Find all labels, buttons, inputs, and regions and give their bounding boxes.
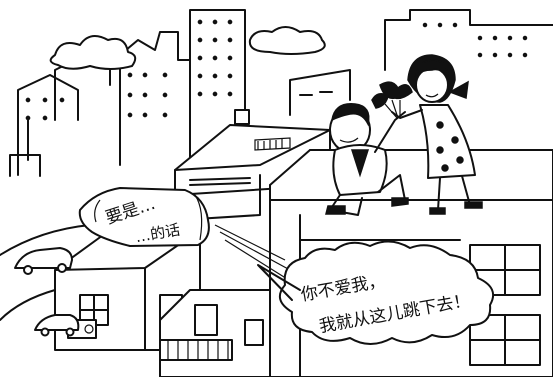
clouds xyxy=(49,26,326,70)
man-figure xyxy=(325,81,413,216)
city-skyline xyxy=(9,9,553,177)
woman-figure xyxy=(391,54,483,215)
car-bottom xyxy=(34,314,80,331)
lower-left-house xyxy=(54,229,271,377)
rooftop-banner: 要是… …的话 xyxy=(78,187,210,247)
motion-lines xyxy=(214,224,293,283)
dress-polka-dots xyxy=(436,121,464,172)
flower-bouquet xyxy=(371,81,413,119)
speech-bubble: 你不爱我， 我就从这儿跳下去！ xyxy=(257,240,494,345)
car-left xyxy=(14,247,73,269)
right-window-dots xyxy=(422,22,528,58)
street xyxy=(0,224,91,337)
